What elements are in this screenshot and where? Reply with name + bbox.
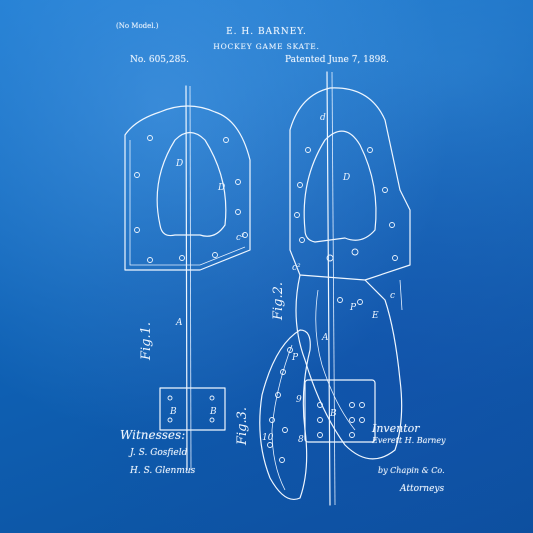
- fig2-hole: [299, 237, 305, 243]
- fig2-rivet: [317, 417, 323, 423]
- fig2-hole: [382, 187, 388, 193]
- fig3-label-p: P: [291, 353, 299, 363]
- fig1-plate-outline: [124, 105, 251, 271]
- fig1-label-c2: c²: [236, 233, 245, 243]
- fig3-rivet: [267, 442, 273, 448]
- fig2-title: Fig.2.: [271, 282, 286, 321]
- fig1-rivet: [167, 417, 173, 423]
- fig2-blade: [326, 71, 331, 506]
- fig1-hole: [235, 179, 241, 185]
- fig1-heel-block: [159, 387, 226, 431]
- patent-date: Patented June 7, 1898.: [285, 55, 389, 65]
- inventor-heading: E. H. BARNEY.: [226, 27, 307, 37]
- fig2-hole: [294, 212, 300, 218]
- fig2-label-d: d: [320, 113, 326, 123]
- fig3-drawing: P 10 9 8 Fig.3.: [235, 329, 311, 500]
- fig3-rivet: [275, 392, 281, 398]
- fig1-label-b: B: [169, 407, 177, 417]
- fig3-rivet: [269, 417, 275, 423]
- fig2-rivet: [359, 402, 365, 408]
- fig2-hole: [351, 248, 359, 256]
- attorneys-label: Attorneys: [400, 484, 445, 494]
- fig1-plate-inner-edge: [129, 140, 246, 266]
- fig1-hole: [147, 135, 153, 141]
- patent-number: No. 605,285.: [130, 55, 189, 65]
- fig2-label-e: E: [371, 311, 379, 321]
- fig2-rivet: [317, 432, 323, 438]
- fig1-hole: [179, 255, 185, 261]
- fig1-rivet: [209, 417, 215, 423]
- fig1-hole: [134, 172, 140, 178]
- fig2-sole-edge: [399, 279, 403, 311]
- witnesses-label: Witnesses:: [120, 428, 186, 442]
- fig2-rivet: [359, 417, 365, 423]
- fig3-rivet: [280, 369, 286, 375]
- fig1-rod-edge: [189, 85, 192, 471]
- fig2-hole: [367, 147, 373, 153]
- fig2-rivet: [349, 417, 355, 423]
- fig2-label-d-cap: D: [342, 173, 350, 183]
- fig3-sole-inner: [271, 344, 293, 491]
- fig2-rivet: [317, 402, 323, 408]
- fig1-hole: [235, 209, 241, 215]
- fig3-rivet: [279, 457, 285, 463]
- fig2-blade-edge: [331, 71, 336, 506]
- fig2-label-p: P: [349, 303, 357, 313]
- fig1-rod: [185, 85, 188, 471]
- fig3-title: Fig.3.: [235, 407, 250, 446]
- fig3-label-9: 9: [296, 395, 302, 405]
- fig3-rivet: [282, 427, 288, 433]
- fig2-sole-inner: [315, 289, 356, 431]
- fig2-toe-cutout: [303, 130, 377, 243]
- fig1-label-d: D: [175, 159, 183, 169]
- fig3-label-8: 8: [298, 435, 304, 445]
- patent-title: HOCKEY GAME SKATE.: [213, 42, 320, 51]
- fig2-hole: [392, 255, 398, 261]
- fig3-rivet: [287, 347, 293, 353]
- witness-1-signature: J. S. Gosfield: [130, 448, 188, 458]
- fig2-toe-plate: [289, 87, 411, 281]
- fig1-label-a: A: [175, 318, 183, 328]
- fig2-hole: [297, 182, 303, 188]
- no-model-note: (No Model.): [116, 22, 159, 30]
- fig1-hole: [147, 257, 153, 263]
- fig3-sole-outline: [259, 329, 311, 500]
- attorney-signature: by Chapin & Co.: [378, 466, 445, 475]
- fig2-hole: [305, 147, 311, 153]
- witness-2-signature: H. S. Glenmus: [130, 466, 196, 476]
- fig3-label-10: 10: [262, 433, 274, 443]
- fig1-rivet: [209, 395, 215, 401]
- fig1-label-b2: B: [209, 407, 217, 417]
- fig1-label-d2: D: [217, 183, 225, 193]
- fig1-hole: [242, 232, 248, 238]
- fig2-hole: [337, 297, 343, 303]
- fig1-rivet: [167, 395, 173, 401]
- fig1-hole: [223, 137, 229, 143]
- fig2-label-b: B: [329, 409, 337, 419]
- fig2-hole: [357, 299, 363, 305]
- fig2-label-c2: c²: [292, 263, 301, 273]
- fig2-sole: [295, 274, 403, 460]
- fig1-plate-cutout: [156, 131, 227, 237]
- fig2-label-c: c: [390, 291, 395, 301]
- fig1-title: Fig.1.: [139, 322, 154, 361]
- fig1-hole: [134, 227, 140, 233]
- fig2-rivet: [349, 432, 355, 438]
- inventor-label: Inventor: [372, 422, 420, 435]
- fig2-label-a: A: [321, 333, 329, 343]
- fig1-drawing: B B D D c² A Fig.1.: [124, 85, 251, 471]
- fig2-heel-plate: [304, 379, 376, 443]
- fig2-rivet: [349, 402, 355, 408]
- inventor-signature: Everett H. Barney: [372, 436, 446, 445]
- fig2-drawing: d D c² P E c A B Fig.2.: [271, 71, 411, 506]
- fig1-hole: [212, 252, 218, 258]
- fig2-hole: [326, 254, 334, 262]
- fig2-hole: [389, 222, 395, 228]
